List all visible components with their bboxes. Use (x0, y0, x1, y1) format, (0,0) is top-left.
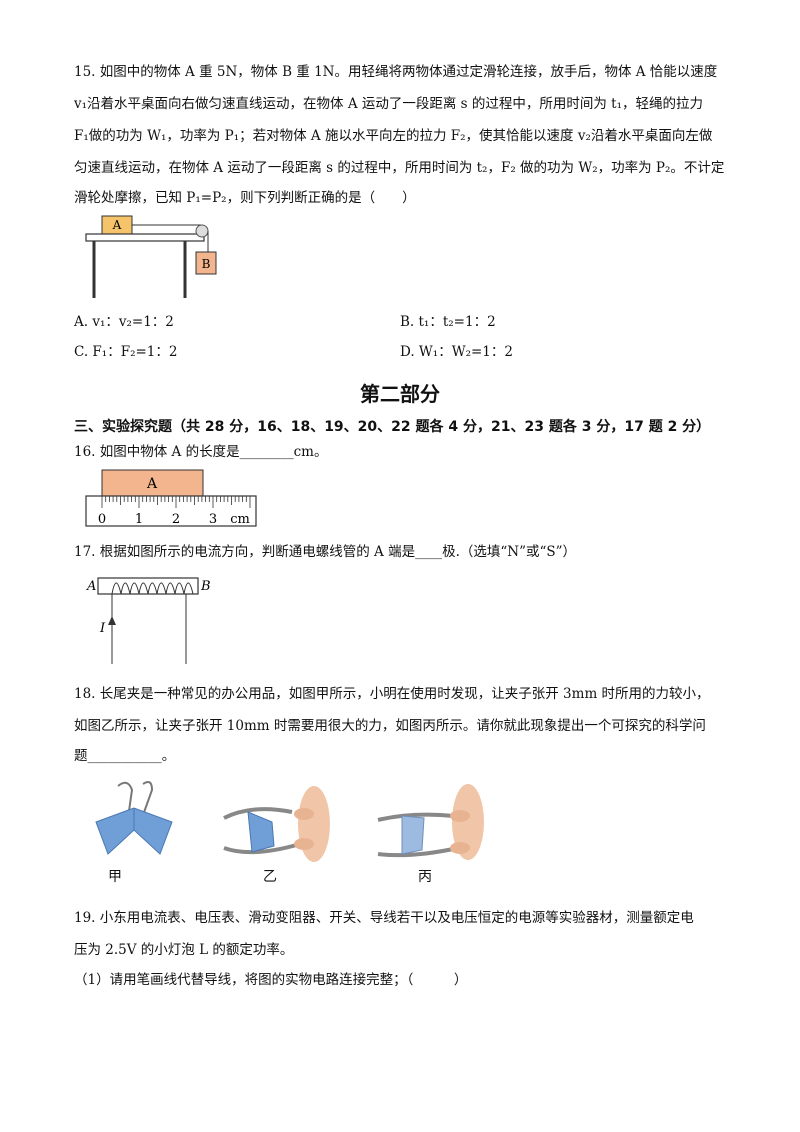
solenoid-end-a: A (86, 579, 96, 594)
section-heading: 三、实验探究题（共 28 分，16、18、19、20、22 题各 4 分，21、… (74, 419, 711, 435)
coil-loop (183, 582, 194, 595)
q15-option-d: D. W₁：W₂=1：2 (400, 344, 513, 360)
coil-loop (165, 582, 176, 595)
tick-label-2: 2 (172, 512, 180, 527)
pulley-icon (195, 224, 209, 238)
binder-clip-image-1 (95, 781, 173, 855)
coil-loop (129, 582, 140, 595)
q15-line-3: F₁做的功为 W₁，功率为 P₁；若对物体 A 施以水平向左的拉力 F₂，使其恰… (74, 128, 713, 144)
object-a (101, 469, 204, 497)
binder-clip-image-3 (377, 784, 484, 860)
coil-loop (147, 582, 158, 595)
coil-loop (138, 582, 149, 595)
q19-line-2: 压为 2.5V 的小灯泡 L 的额定功率。 (74, 942, 294, 958)
coil-loop (156, 582, 167, 595)
part-title: 第二部分 (360, 382, 440, 406)
q19-line-1: 19. 小东用电流表、电压表、滑动变阻器、开关、导线若干以及电压恒定的电源等实验… (74, 910, 694, 926)
q18-line-3: 题___________。 (74, 748, 176, 764)
q15-option-b: B. t₁：t₂=1：2 (400, 314, 496, 330)
tick-label-1: 1 (135, 512, 143, 527)
coil-loop (111, 582, 122, 595)
solenoid-coil (111, 582, 194, 595)
q15-line-5: 滑轮处摩擦，已知 P₁=P₂，则下列判断正确的是（ ） (74, 190, 416, 206)
q15-line-1: 15. 如图中的物体 A 重 5N，物体 B 重 1N。用轻绳将两物体通过定滑轮… (74, 64, 718, 80)
current-arrow-icon (108, 616, 116, 625)
block-b-label: B (202, 257, 211, 271)
caption-yi: 乙 (263, 869, 277, 885)
q15-option-a: A. v₁：v₂=1：2 (74, 314, 174, 330)
tick-label-0: 0 (98, 512, 106, 527)
ruler-ticks (101, 496, 251, 508)
q19-line-3: （1）请用笔画线代替导线，将图的实物电路连接完整；（ ） (74, 972, 468, 988)
q18-line-2: 如图乙所示，让夹子张开 10mm 时需要用很大的力，如图丙所示。请你就此现象提出… (74, 718, 706, 734)
tick-label-3: 3 (209, 512, 217, 527)
q16-text: 16. 如图中物体 A 的长度是________cm。 (74, 444, 328, 460)
q15-line-2: v₁沿着水平桌面向右做匀速直线运动，在物体 A 运动了一段距离 s 的过程中，所… (74, 96, 704, 112)
q18-line-1: 18. 长尾夹是一种常见的办公用品，如图甲所示，小明在使用时发现，让夹子张开 3… (74, 686, 710, 702)
object-a-label: A (146, 476, 158, 492)
current-label: I (99, 621, 106, 636)
table-top (85, 233, 205, 242)
coil-loop (174, 582, 185, 595)
q16-ruler-figure: A 0 1 2 3 cm (85, 469, 257, 527)
block-b (195, 251, 217, 275)
q17-solenoid-figure: A B I (86, 577, 211, 664)
caption-jia: 甲 (108, 869, 122, 885)
solenoid-end-b: B (200, 579, 211, 594)
binder-clip-image-2 (223, 786, 330, 862)
q17-text: 17. 根据如图所示的电流方向，判断通电螺线管的 A 端是____极.（选填“N… (74, 544, 577, 560)
q15-table-figure: A B (85, 215, 217, 298)
coil-loop (120, 582, 131, 595)
block-a-label: A (112, 218, 122, 232)
caption-bing: 丙 (418, 869, 432, 885)
ruler-unit: cm (230, 512, 250, 527)
q15-line-4: 匀速直线运动，在物体 A 运动了一段距离 s 的过程中，所用时间为 t₂，F₂ … (74, 160, 725, 176)
q15-option-c: C. F₁：F₂=1：2 (74, 344, 178, 360)
